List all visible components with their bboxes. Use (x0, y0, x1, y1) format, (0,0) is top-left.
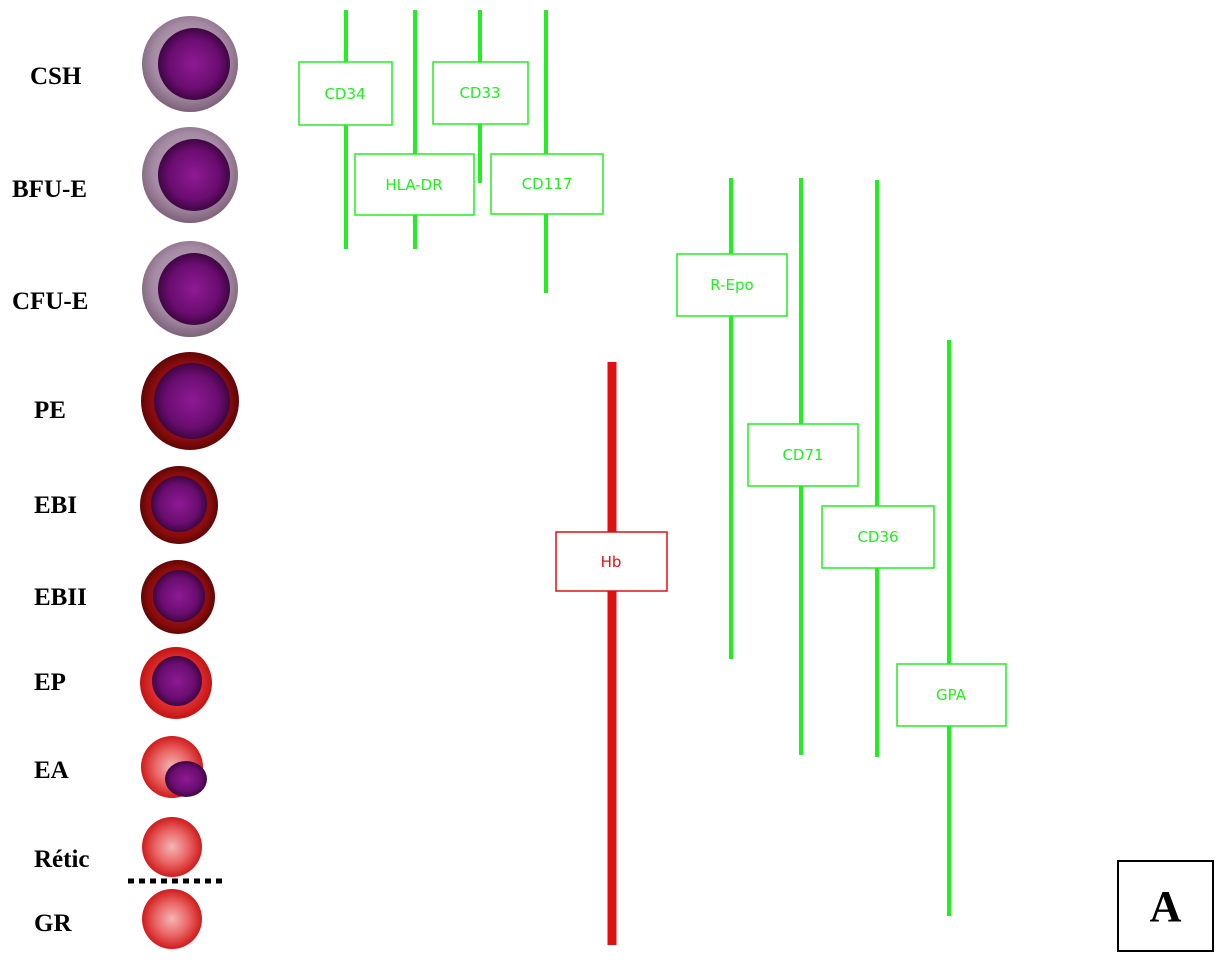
marker-box-r-epo: R-Epo (676, 253, 788, 317)
panel-label: A (1149, 881, 1182, 931)
stage-label-csh: CSH (30, 63, 82, 90)
marker-label-hb: Hb (601, 553, 622, 571)
stage-label-ea: EA (34, 757, 69, 784)
marker-label-cd117: CD117 (522, 175, 573, 193)
stage-label-gr: GR (34, 910, 72, 937)
marker-box-cd33: CD33 (432, 61, 529, 125)
stage-label-cfu-e: CFU-E (12, 288, 88, 315)
stage-label-pe: PE (34, 397, 66, 424)
cell-bfu-e (142, 127, 238, 223)
stage-label-ebii: EBII (34, 584, 87, 611)
marker-box-cd117: CD117 (490, 153, 604, 215)
cell-ebii (141, 560, 215, 634)
marker-box-hla-dr: HLA-DR (354, 153, 475, 216)
cell-ebi (140, 466, 218, 544)
marker-box-hb: Hb (555, 531, 668, 592)
marker-label-cd71: CD71 (782, 446, 823, 464)
panel-label-box: A (1117, 860, 1214, 952)
cell-pe (141, 352, 239, 450)
stage-label-retic: Rétic (34, 846, 90, 873)
marker-box-cd36: CD36 (821, 505, 935, 569)
marker-label-cd34: CD34 (324, 85, 365, 103)
cell-gr (142, 889, 202, 949)
marker-label-r-epo: R-Epo (710, 276, 753, 294)
marker-box-gpa: GPA (896, 663, 1007, 727)
stage-label-ep: EP (34, 669, 66, 696)
cell-retic (142, 817, 202, 877)
marker-box-cd34: CD34 (298, 61, 393, 126)
stage-label-bfu-e: BFU-E (12, 176, 87, 203)
marker-box-cd71: CD71 (747, 423, 859, 487)
marker-label-hla-dr: HLA-DR (385, 176, 442, 194)
stage-label-ebi: EBI (34, 492, 77, 519)
marker-label-cd36: CD36 (857, 528, 898, 546)
marker-label-gpa: GPA (936, 686, 967, 704)
cell-cfu-e (142, 241, 238, 337)
cell-csh (142, 16, 238, 112)
cell-ep (140, 647, 212, 719)
marker-label-cd33: CD33 (459, 84, 500, 102)
cell-ea (141, 736, 207, 798)
